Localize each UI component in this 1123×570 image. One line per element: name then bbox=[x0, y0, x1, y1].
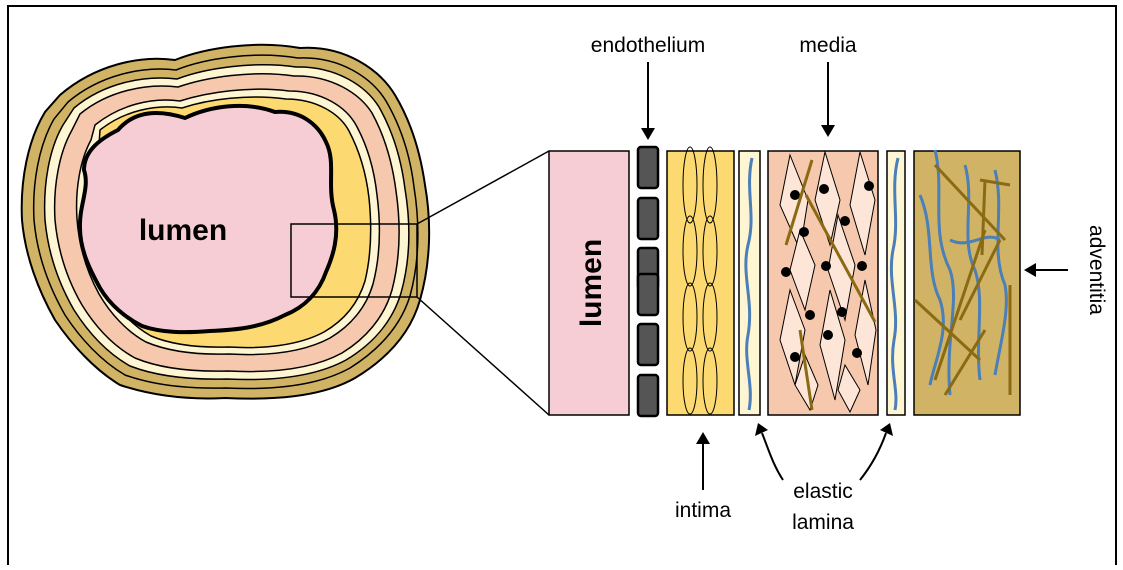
endothelial-cell bbox=[638, 198, 658, 239]
media-label: media bbox=[799, 34, 857, 57]
elastic-arrow-left bbox=[762, 433, 783, 480]
endothelium-label: endothelium bbox=[591, 34, 705, 57]
elastic-arrow-right bbox=[860, 433, 886, 480]
arrowhead-icon bbox=[696, 432, 710, 444]
wall-layers-detail: lumen bbox=[549, 147, 1020, 416]
endothelial-cell bbox=[638, 274, 658, 315]
elastic-label-line1: elastic bbox=[793, 480, 853, 503]
endothelium-cells bbox=[638, 147, 658, 416]
endothelial-cell bbox=[638, 147, 658, 188]
intima-block bbox=[667, 151, 734, 415]
elastic-label-line2: lamina bbox=[792, 511, 854, 534]
arrowhead-icon bbox=[821, 125, 835, 137]
zoom-line-bottom bbox=[417, 297, 549, 415]
arrowhead-icon bbox=[641, 128, 655, 140]
adventitia-label: adventitia bbox=[1085, 225, 1108, 315]
arrowhead-icon bbox=[1024, 263, 1036, 277]
endothelial-cell bbox=[638, 324, 658, 365]
endothelial-cell bbox=[638, 375, 658, 416]
intima-label: intima bbox=[675, 499, 731, 522]
zoom-line-top bbox=[417, 151, 549, 224]
artery-cross-section: lumen bbox=[22, 45, 429, 399]
lumen-label: lumen bbox=[139, 214, 227, 247]
lumen-block-label: lumen bbox=[575, 239, 608, 327]
